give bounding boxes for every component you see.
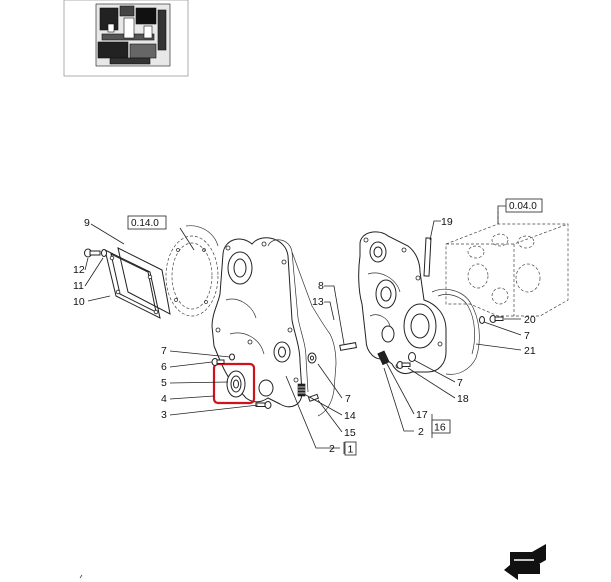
callout-16-box: 16 bbox=[431, 419, 451, 434]
callout-1: 1 bbox=[348, 444, 354, 456]
ref-box-0040: 0.04.0 bbox=[505, 198, 543, 213]
callout-4: 4 bbox=[161, 393, 167, 405]
callout-12: 12 bbox=[73, 264, 85, 276]
callout-8: 8 bbox=[318, 280, 324, 292]
callout-9: 9 bbox=[84, 217, 90, 229]
callout-18: 18 bbox=[457, 393, 469, 405]
engine-block-ref-0040 bbox=[445, 208, 569, 317]
callout-10: 10 bbox=[73, 296, 85, 308]
ref-label-0140: 0.14.0 bbox=[131, 218, 159, 229]
callout-7-left: 7 bbox=[161, 345, 167, 357]
ref-label-0040: 0.04.0 bbox=[509, 201, 537, 212]
callout-3: 3 bbox=[161, 409, 167, 421]
ref-box-0140: 0.14.0 bbox=[127, 215, 167, 230]
callout-14: 14 bbox=[344, 410, 356, 422]
callout-21: 21 bbox=[524, 345, 536, 357]
screw-3 bbox=[255, 401, 272, 409]
callout-20: 20 bbox=[524, 314, 536, 326]
callout-7-mid: 7 bbox=[345, 393, 351, 405]
washer-7-far bbox=[479, 316, 485, 324]
screw-18 bbox=[396, 361, 411, 369]
callout-5: 5 bbox=[161, 377, 167, 389]
washer-7-left bbox=[229, 353, 235, 361]
seal-5 bbox=[226, 370, 246, 398]
callout-2-rear: 2 bbox=[418, 426, 424, 438]
rear-gasket bbox=[431, 288, 480, 375]
rod-19 bbox=[423, 237, 432, 277]
corner-mark bbox=[79, 574, 83, 579]
washer-11 bbox=[101, 249, 107, 257]
screw-12 bbox=[84, 248, 101, 258]
callout-19: 19 bbox=[441, 216, 453, 228]
washer-7-right bbox=[408, 352, 416, 362]
highlight-box bbox=[212, 362, 256, 405]
callout-13: 13 bbox=[312, 296, 324, 308]
gasket-ref-0140 bbox=[165, 225, 219, 317]
callout-7-far: 7 bbox=[524, 330, 530, 342]
spring-17 bbox=[377, 350, 390, 366]
spring-14 bbox=[297, 383, 306, 397]
cover-plate bbox=[104, 247, 171, 319]
leader-lines bbox=[84, 205, 522, 454]
rear-timing-housing bbox=[358, 231, 447, 375]
pin-15 bbox=[307, 393, 320, 402]
callout-6: 6 bbox=[161, 361, 167, 373]
screw-20 bbox=[489, 315, 504, 323]
callout-labels: 9 12 11 10 7 6 5 4 3 8 13 7 14 15 2 19 2… bbox=[73, 216, 536, 455]
pin-8 bbox=[339, 342, 357, 351]
front-gasket bbox=[267, 239, 337, 417]
callout-1-box: 1 bbox=[344, 441, 357, 456]
callout-11: 11 bbox=[73, 280, 84, 292]
callout-17: 17 bbox=[416, 409, 428, 421]
callout-15: 15 bbox=[344, 427, 356, 439]
callout-7-right: 7 bbox=[457, 377, 463, 389]
next-page-arrow-icon[interactable] bbox=[504, 544, 546, 580]
callout-16: 16 bbox=[434, 422, 446, 434]
washer-7-mid bbox=[307, 352, 317, 364]
engine-thumbnail-icon[interactable] bbox=[63, 0, 189, 77]
callout-2-front: 2 bbox=[329, 443, 335, 455]
